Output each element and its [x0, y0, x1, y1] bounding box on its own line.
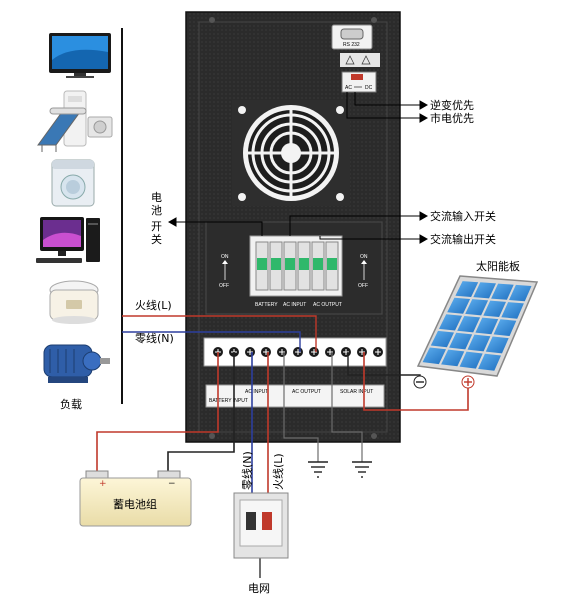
tv-icon: [49, 33, 111, 78]
breaker-battery-label: BATTERY: [255, 302, 278, 308]
grid-label: 电网: [248, 582, 270, 595]
live-wire-load: [122, 315, 317, 352]
mains-priority-label: 市电优先: [430, 111, 474, 125]
solar-cell: [457, 316, 481, 333]
solar-positive-wire: [363, 352, 469, 411]
computer-icon: [36, 217, 100, 263]
solar-cell: [422, 347, 446, 365]
grid-live-label: 火线(L): [271, 453, 285, 490]
solar-cell: [501, 302, 524, 319]
solar-cell: [449, 332, 473, 350]
solar-cell: [475, 317, 499, 335]
neutral-wire-label: 零线(N): [135, 331, 174, 345]
ac-output-switch-label: 交流输出开关: [430, 232, 496, 246]
rs232-label: RS 232: [343, 42, 360, 48]
solar-cell: [459, 351, 483, 369]
solar-cell: [441, 349, 465, 367]
air-conditioner-icon: [63, 90, 113, 147]
solar-cell: [430, 330, 454, 348]
breaker-on-label-left: ON: [221, 254, 229, 260]
battery-switch-label-1: 电: [151, 191, 162, 204]
solar-cell: [439, 314, 463, 331]
breaker-battery-switch[interactable]: [255, 241, 269, 291]
solar-water-heater-icon: [37, 107, 87, 152]
solar-cell: [465, 299, 489, 316]
battery-pack-icon: + −: [79, 470, 192, 527]
ground-symbol-2: [352, 461, 372, 478]
solar-positive-terminal-icon: [461, 375, 475, 389]
grid-neutral-label: 零线(N): [240, 451, 254, 490]
breaker-off-label-left: OFF: [219, 283, 229, 289]
terminal-battery-label: BATTERY INPUT: [209, 398, 248, 404]
load-label: 负载: [60, 397, 82, 411]
priority-switch[interactable]: AC DC: [341, 71, 377, 93]
breaker-ac-output-switch-1[interactable]: [297, 241, 311, 291]
solar-cell: [447, 297, 471, 314]
breaker-ac-output-switch-2[interactable]: [311, 241, 325, 291]
priority-dc-label: DC: [365, 85, 373, 91]
rs232-port[interactable]: RS 232: [331, 24, 373, 50]
solar-cell: [478, 353, 501, 371]
priority-ac-label: AC: [345, 85, 352, 91]
live-wire-label: 火线(L): [135, 298, 172, 312]
terminal-label-strip: BATTERY INPUT AC INPUT AC OUTPUT SOLAR I…: [205, 384, 385, 408]
breaker-spare-switch[interactable]: [325, 241, 339, 291]
solar-cell: [483, 300, 506, 317]
solar-negative-terminal-icon: [413, 375, 427, 389]
solar-cell: [493, 319, 517, 336]
breaker-ac-input-switch-1[interactable]: [269, 241, 283, 291]
battery-switch-label-3: 开: [151, 220, 162, 233]
solar-panel: [416, 275, 539, 377]
breaker-ac-input-switch-2[interactable]: [283, 241, 297, 291]
cooling-fan-icon: [232, 100, 350, 206]
battery-switch-label-4: 关: [151, 232, 162, 246]
ac-input-switch-label: 交流输入开关: [430, 209, 496, 223]
solar-cell: [455, 281, 479, 297]
breaker-on-label-right: ON: [360, 254, 368, 260]
terminal-ac-output-label: AC OUTPUT: [292, 389, 321, 395]
electric-motor-icon: [43, 344, 110, 383]
solar-cell: [509, 284, 532, 302]
solar-cell: [485, 336, 509, 354]
ground-wire-2: [331, 352, 363, 462]
breaker-ac-input-label: AC INPUT: [283, 302, 306, 308]
solar-panel-label: 太阳能板: [476, 259, 520, 273]
load-appliances: 负载: [36, 33, 113, 411]
battery-positive-wire: [96, 352, 219, 476]
terminal-solar-label: SOLAR INPUT: [340, 389, 373, 395]
battery-minus-sign: −: [168, 479, 176, 489]
ground-symbol-1: [308, 461, 328, 478]
rice-cooker-icon: [49, 280, 99, 324]
callout-lines: [167, 92, 429, 244]
warning-labels: [340, 53, 380, 67]
solar-cell: [473, 282, 496, 299]
battery-pack-label: 蓄电池组: [113, 497, 157, 511]
battery-negative-wire: [167, 352, 235, 476]
ground-wire-1: [283, 352, 319, 462]
neutral-wire-load: [122, 331, 301, 352]
breaker-off-label-right: OFF: [358, 283, 368, 289]
inverter-priority-label: 逆变优先: [430, 98, 474, 112]
battery-switch-label-2: 池: [151, 204, 162, 217]
terminal-ac-input-label: AC INPUT: [245, 389, 268, 395]
grid-distribution-box: [233, 492, 289, 559]
solar-cell: [491, 283, 514, 300]
washing-machine-icon: [51, 159, 95, 207]
battery-plus-sign: +: [99, 479, 107, 489]
solar-cell: [467, 334, 491, 352]
breaker-ac-output-label: AC OUTPUT: [313, 302, 342, 308]
